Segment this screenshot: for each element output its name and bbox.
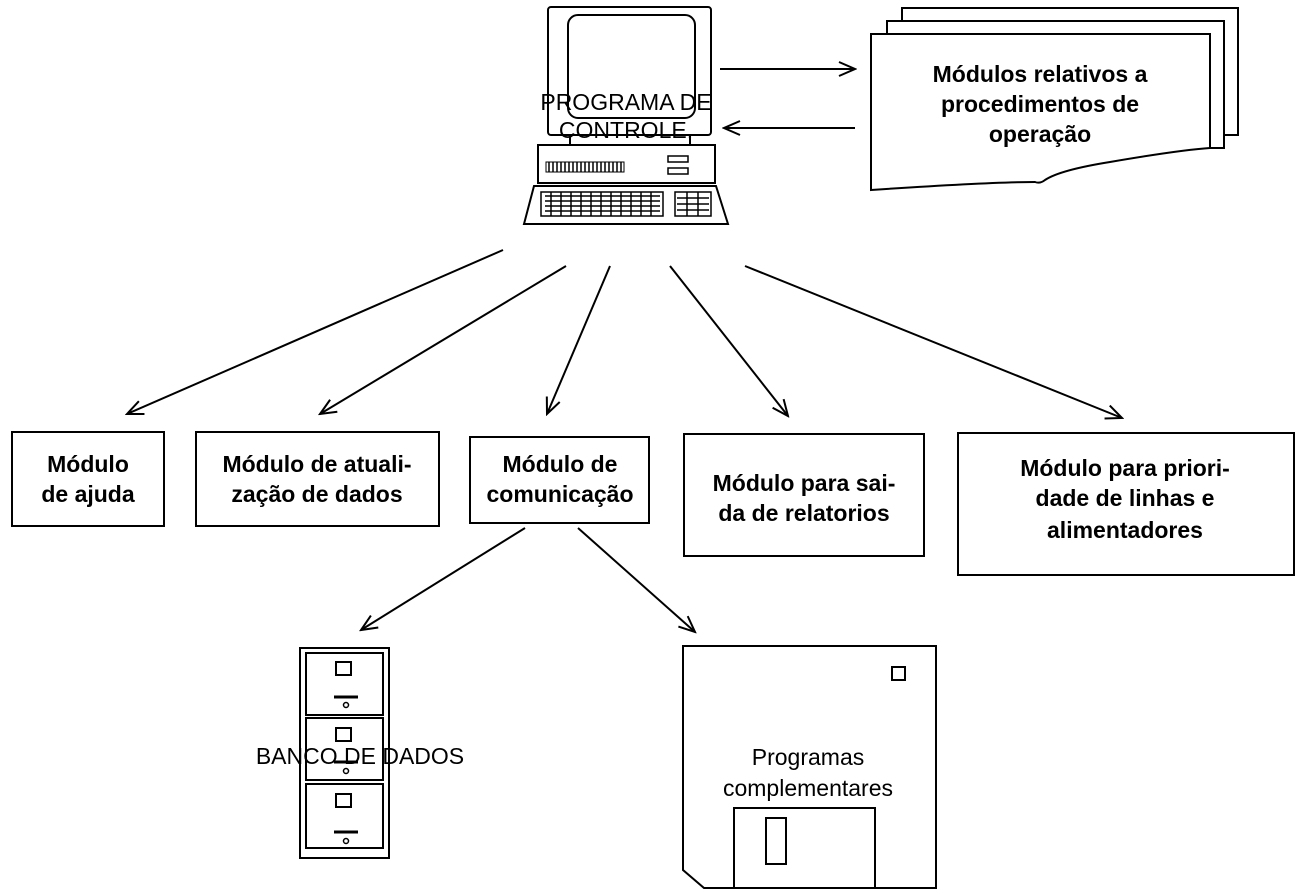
reports-module-line2: da de relatorios xyxy=(718,500,889,526)
help-module-box: Módulo de ajuda xyxy=(11,431,165,527)
disk-drive-vents xyxy=(545,161,625,173)
communication-module-box: Módulo de comunicação xyxy=(469,436,650,524)
data-update-module-box: Módulo de atuali- zação de dados xyxy=(195,431,440,527)
floppy-disk-icon: Programas complementares xyxy=(682,645,937,889)
communication-module-line1: Módulo de xyxy=(503,451,618,477)
arrow-to-reports-module xyxy=(669,265,788,416)
data-update-module-line2: zação de dados xyxy=(231,481,402,507)
help-module-line1: Módulo xyxy=(47,451,129,477)
complementary-programs-line1: Programas xyxy=(752,744,864,770)
complementary-programs-line2: complementares xyxy=(723,775,893,801)
operation-modules-line3: operação xyxy=(989,121,1091,147)
control-program-label-line2: CONTROLE. xyxy=(559,117,693,143)
priority-module-box: Módulo para priori- dade de linhas e ali… xyxy=(957,432,1295,576)
control-program-label-line1: PROGRAMA DE xyxy=(540,89,711,115)
reports-module-line1: Módulo para sai- xyxy=(713,470,896,496)
stacked-pages-icon: Módulos relativos a procedimentos de ope… xyxy=(870,7,1239,192)
reports-module-box: Módulo para sai- da de relatorios xyxy=(683,433,925,557)
arrow-to-complementary-programs xyxy=(577,527,695,632)
arrow-to-communication-module xyxy=(547,265,611,414)
priority-module-line1: Módulo para priori- xyxy=(1020,455,1230,481)
data-update-module-line1: Módulo de atuali- xyxy=(222,451,411,477)
file-cabinet-icon xyxy=(299,647,390,859)
keyboard-icon xyxy=(522,185,730,225)
arrow-to-data-update-module xyxy=(320,265,567,414)
operation-modules-line2: procedimentos de xyxy=(941,91,1139,117)
priority-module-line2: dade de linhas e xyxy=(1036,485,1215,511)
help-module-line2: de ajuda xyxy=(41,481,135,507)
arrow-to-help-module xyxy=(127,249,504,414)
arrow-to-priority-module xyxy=(744,265,1122,418)
operation-modules-line1: Módulos relativos a xyxy=(933,61,1148,87)
computer-icon: PROGRAMA DE CONTROLE. xyxy=(522,6,730,225)
priority-module-line3: alimentadores xyxy=(1047,517,1203,543)
arrow-to-database xyxy=(361,527,526,630)
database-label: BANCO DE DADOS xyxy=(256,743,464,769)
communication-module-line2: comunicação xyxy=(487,481,634,507)
